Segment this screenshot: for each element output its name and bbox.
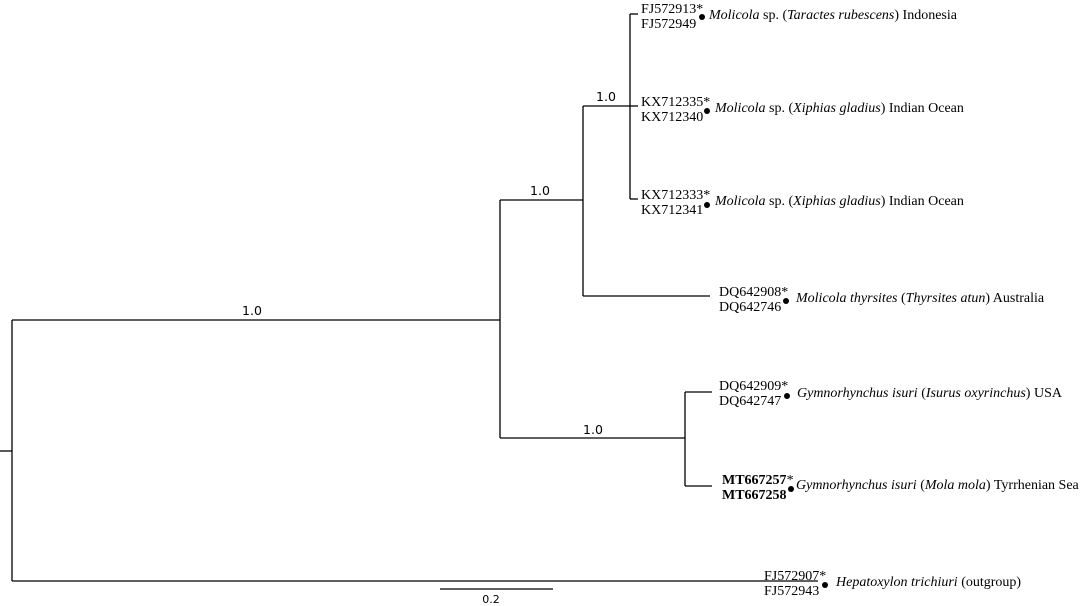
support-label-ingroup: 1.0: [242, 303, 262, 318]
tree-branches: [0, 13, 818, 582]
accession-dot: FJ572943: [764, 584, 819, 599]
taxon-name: Molicola sp. (Taractes rubescens) Indone…: [708, 8, 958, 23]
accession-asterisk: KX712335*: [641, 95, 710, 110]
taxon-name: Gymnorhynchus isuri (Isurus oxyrinchus) …: [797, 386, 1063, 401]
support-label-gymnorhynchus: 1.0: [583, 422, 603, 437]
dot-marker: [704, 202, 710, 208]
taxon-name: Hepatoxylon trichiuri (outgroup): [835, 575, 1021, 590]
support-values: 1.0 1.0 1.0 1.0: [242, 89, 616, 437]
dot-marker: [699, 14, 705, 20]
dot-marker: [704, 108, 710, 114]
accession-dot: DQ642747: [719, 394, 781, 409]
accession-dot: DQ642746: [719, 300, 781, 315]
leaf-DQ642908: DQ642908* DQ642746 Molicola thyrsites (T…: [719, 285, 1045, 315]
accession-asterisk: FJ572913*: [641, 2, 703, 17]
scale-bar: 0.2: [440, 588, 553, 606]
accession-asterisk: MT667257*: [722, 473, 794, 488]
accession-dot: FJ572949: [641, 17, 696, 32]
leaf-DQ642909: DQ642909* DQ642747 Gymnorhynchus isuri (…: [719, 379, 1063, 409]
leaf-KX712333: KX712333* KX712341 Molicola sp. (Xiphias…: [641, 188, 964, 218]
leaf-FJ572907: FJ572907* FJ572943 Hepatoxylon trichiuri…: [764, 569, 1021, 599]
dot-marker: [822, 582, 828, 588]
leaf-MT667257: MT667257* MT667258 Gymnorhynchus isuri (…: [722, 473, 1080, 503]
leaf-KX712335: KX712335* KX712340 Molicola sp. (Xiphias…: [641, 95, 964, 125]
accession-dot: KX712341: [641, 203, 703, 218]
accession-dot: KX712340: [641, 110, 703, 125]
dot-marker: [788, 486, 794, 492]
taxon-name: Molicola sp. (Xiphias gladius) Indian Oc…: [714, 101, 964, 116]
accession-asterisk: DQ642909*: [719, 379, 788, 394]
taxon-name: Molicola thyrsites (Thyrsites atun) Aust…: [795, 291, 1045, 306]
leaf-labels: FJ572913* FJ572949 Molicola sp. (Taracte…: [641, 2, 1080, 599]
taxon-name: Molicola sp. (Xiphias gladius) Indian Oc…: [714, 194, 964, 209]
support-label-molicola-sp: 1.0: [596, 89, 616, 104]
leaf-FJ572913: FJ572913* FJ572949 Molicola sp. (Taracte…: [641, 2, 958, 32]
accession-asterisk: DQ642908*: [719, 285, 788, 300]
support-label-molicola: 1.0: [530, 183, 550, 198]
accession-dot: MT667258: [722, 488, 787, 503]
taxon-name: Gymnorhynchus isuri (Mola mola) Tyrrheni…: [796, 478, 1080, 493]
scale-bar-label: 0.2: [482, 593, 500, 606]
dot-marker: [784, 393, 790, 399]
dot-marker: [783, 298, 789, 304]
accession-asterisk: FJ572907*: [764, 569, 826, 584]
accession-asterisk: KX712333*: [641, 188, 710, 203]
